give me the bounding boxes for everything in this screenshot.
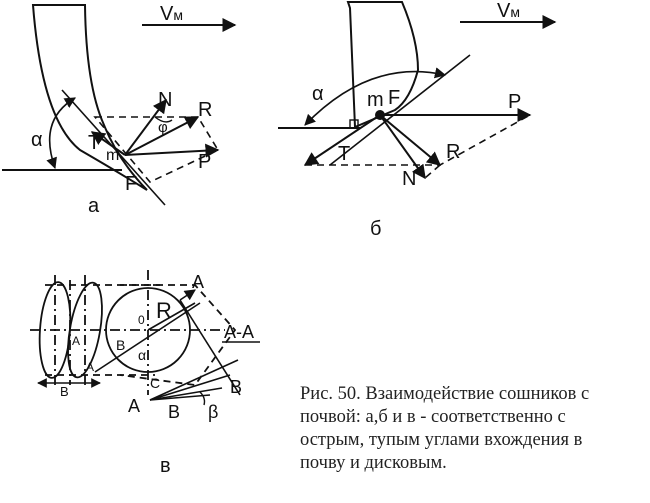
velocity-label-b: Vм bbox=[497, 0, 520, 22]
velocity-label-a: Vм bbox=[160, 3, 183, 25]
t-label-a: T bbox=[88, 132, 100, 154]
point-b-label-v: B bbox=[116, 337, 125, 353]
point-c-label-v: C bbox=[150, 375, 160, 391]
n-label-a: N bbox=[158, 89, 172, 111]
p-label-a: P bbox=[198, 151, 211, 173]
alpha-label-v: α bbox=[138, 347, 146, 363]
label-v: в bbox=[160, 455, 171, 477]
left-a2-label: A bbox=[86, 360, 94, 374]
coulter-a-outline bbox=[33, 5, 147, 190]
fan-line-1 bbox=[150, 360, 238, 400]
r-label-a: R bbox=[198, 99, 212, 121]
label-a: а bbox=[88, 195, 100, 217]
radius-label-v: R bbox=[156, 298, 172, 323]
diagram-v-labels: в A A-A R 0 B α C A A B A B B β bbox=[60, 272, 254, 477]
p-label-b: P bbox=[508, 91, 521, 113]
caption-line-3: острым, тупым углами вхождения в bbox=[300, 429, 645, 452]
point-b-lower-label: B bbox=[168, 402, 180, 422]
alpha-label-a: α bbox=[31, 129, 43, 151]
r-label-b: R bbox=[446, 141, 460, 163]
diagram-b-labels: б Vм α m F P T R N bbox=[312, 0, 521, 240]
point-b-right-label: B bbox=[230, 377, 242, 397]
caption-line-4: почву и дисковым. bbox=[300, 452, 645, 475]
label-b: б bbox=[370, 218, 381, 240]
alpha-label-b: α bbox=[312, 83, 324, 105]
section-label-aa: A-A bbox=[224, 322, 254, 342]
m-label-a: m bbox=[106, 147, 119, 164]
m-label-b: m bbox=[367, 89, 384, 111]
n-label-b: N bbox=[402, 168, 416, 190]
center-label-v: 0 bbox=[138, 313, 145, 327]
beta-arc-v bbox=[200, 392, 205, 405]
phi-label-a: φ bbox=[158, 119, 168, 136]
left-b-label: B bbox=[60, 384, 69, 399]
t-label-b: T bbox=[338, 143, 350, 165]
figure-caption: Рис. 50. Взаимодействие сошников с почво… bbox=[300, 383, 645, 475]
caption-line-2: почвой: а,б и в - соответственно с bbox=[300, 406, 645, 429]
caption-line-1: Рис. 50. Взаимодействие сошников с bbox=[300, 383, 645, 406]
mark-a-bottom-v: A bbox=[128, 396, 140, 416]
mark-a-top-v: A bbox=[192, 272, 204, 292]
beta-label-v: β bbox=[208, 402, 218, 422]
f-label-a: F bbox=[125, 173, 137, 195]
f-label-b: F bbox=[388, 87, 400, 109]
fan-line-3 bbox=[150, 388, 222, 400]
left-a1-label: A bbox=[72, 334, 80, 348]
